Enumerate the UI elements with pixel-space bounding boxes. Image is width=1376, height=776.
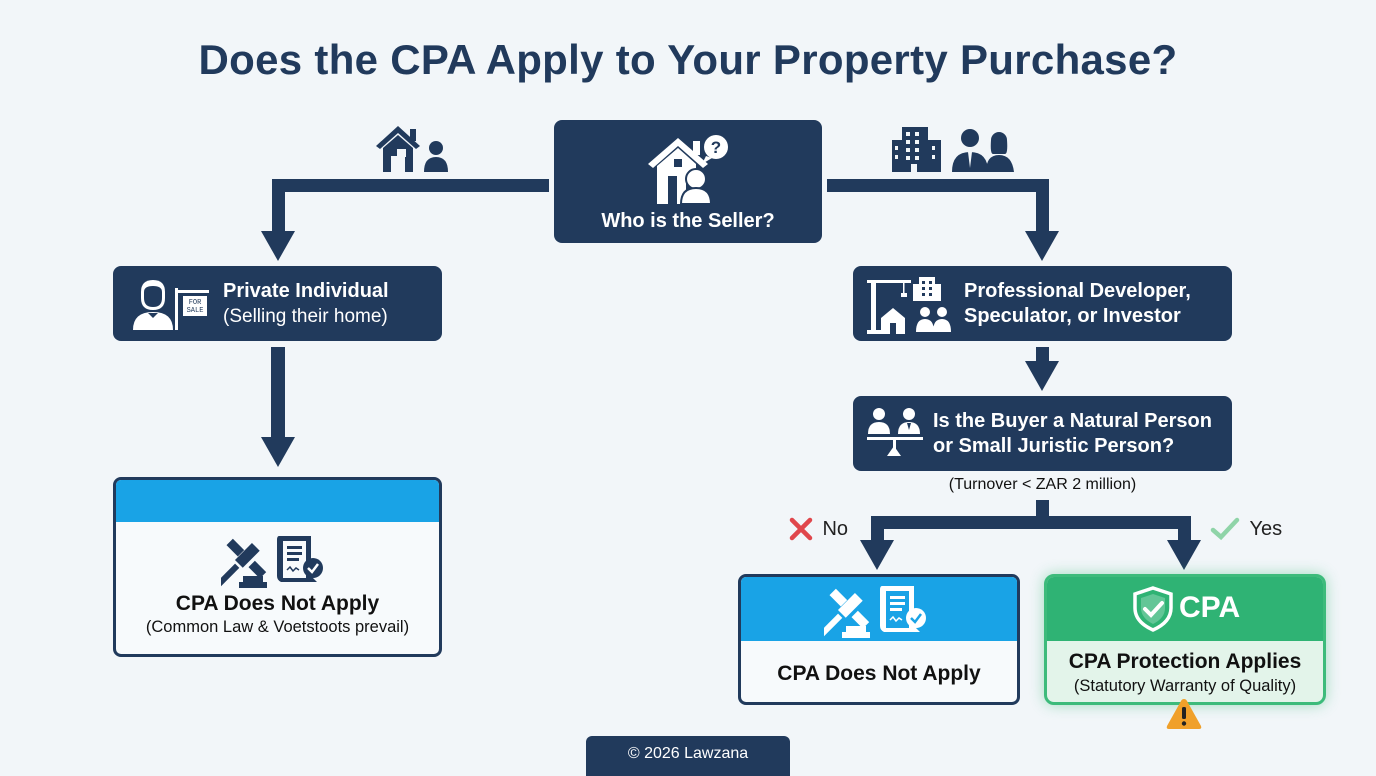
page-title: Does the CPA Apply to Your Property Purc… — [198, 36, 1178, 83]
warning-icon — [1166, 699, 1202, 729]
question-line2: or Small Juristic Person? — [933, 435, 1175, 457]
svg-text:SALE: SALE — [187, 307, 204, 315]
right-header-icons — [890, 124, 1020, 179]
cpa-badge-text: CPA — [1179, 591, 1241, 624]
shield-check-icon — [1133, 586, 1173, 632]
yes-result-title: CPA Protection Applies — [1068, 650, 1302, 673]
house-person-icon — [376, 126, 448, 172]
arrow-to-professional-developer — [1025, 231, 1059, 261]
developer-title-line1: Professional Developer, — [964, 280, 1191, 302]
developer-title-line2: Speculator, or Investor — [964, 305, 1181, 327]
scale-people-icon — [867, 408, 923, 456]
connector-yes-down — [1178, 516, 1191, 544]
question-line1: Is the Buyer a Natural Person — [933, 410, 1212, 432]
no-result-title: CPA Does Not Apply — [777, 662, 981, 685]
connector-root-right — [827, 179, 1049, 192]
svg-text:?: ? — [711, 138, 721, 157]
arrow-to-yes-result — [1167, 540, 1201, 570]
crane-building-people-icon — [867, 277, 951, 334]
no-label: No — [788, 516, 848, 542]
no-label-text: No — [822, 517, 849, 540]
connector-left-down — [272, 179, 285, 233]
no-result-cpa-not-apply: CPA Does Not Apply — [738, 574, 1020, 705]
connector-right-down — [1036, 179, 1049, 233]
node-buyer-question: Is the Buyer a Natural Person or Small J… — [853, 396, 1232, 471]
house-person-question-icon: ? — [648, 135, 728, 204]
arrow-to-question — [1025, 361, 1059, 391]
connector-root-left — [272, 179, 549, 192]
private-individual-title: Private Individual — [223, 280, 389, 302]
left-result-title: CPA Does Not Apply — [175, 592, 380, 615]
gavel-certificate-icon — [221, 536, 323, 588]
person-for-sale-sign-icon: FOR SALE — [133, 280, 209, 330]
turnover-note: (Turnover < ZAR 2 million) — [948, 476, 1137, 493]
yes-result-subtitle: (Statutory Warranty of Quality) — [1073, 677, 1297, 695]
svg-text:FOR: FOR — [189, 299, 202, 307]
node-private-individual: FOR SALE Private Individual (Selling the… — [113, 266, 442, 341]
connector-split-horizontal — [871, 516, 1191, 529]
connector-developer-to-question — [1036, 347, 1049, 363]
left-header-icons — [373, 124, 453, 179]
arrow-to-left-result — [261, 437, 295, 467]
connector-no-down — [871, 516, 884, 544]
building-business-people-icon — [892, 127, 1014, 172]
yes-label: Yes — [1210, 516, 1282, 542]
left-result-cpa-not-apply: CPA Does Not Apply (Common Law & Voetsto… — [113, 477, 442, 657]
x-mark-icon — [789, 517, 813, 541]
left-result-subtitle: (Common Law & Voetstoots prevail) — [145, 618, 410, 636]
connector-private-to-result — [271, 347, 285, 437]
gavel-certificate-icon — [824, 586, 926, 638]
yes-result-cpa-applies: CPA CPA Protection Applies (Statutory Wa… — [1044, 574, 1326, 705]
check-mark-icon — [1210, 517, 1240, 541]
root-node-who-is-seller: ? Who is the Seller? — [554, 120, 822, 243]
node-professional-developer: Professional Developer, Speculator, or I… — [853, 266, 1232, 341]
arrow-to-private-individual — [261, 231, 295, 261]
yes-result-header: CPA — [1047, 577, 1323, 641]
root-node-label: Who is the Seller? — [601, 210, 775, 232]
yes-label-text: Yes — [1249, 517, 1283, 540]
private-individual-subtitle: (Selling their home) — [223, 306, 388, 327]
no-result-header — [741, 577, 1017, 641]
footer-copyright: © 2026 Lawzana — [586, 736, 790, 776]
arrow-to-no-result — [860, 540, 894, 570]
result-header-bar — [116, 480, 439, 522]
